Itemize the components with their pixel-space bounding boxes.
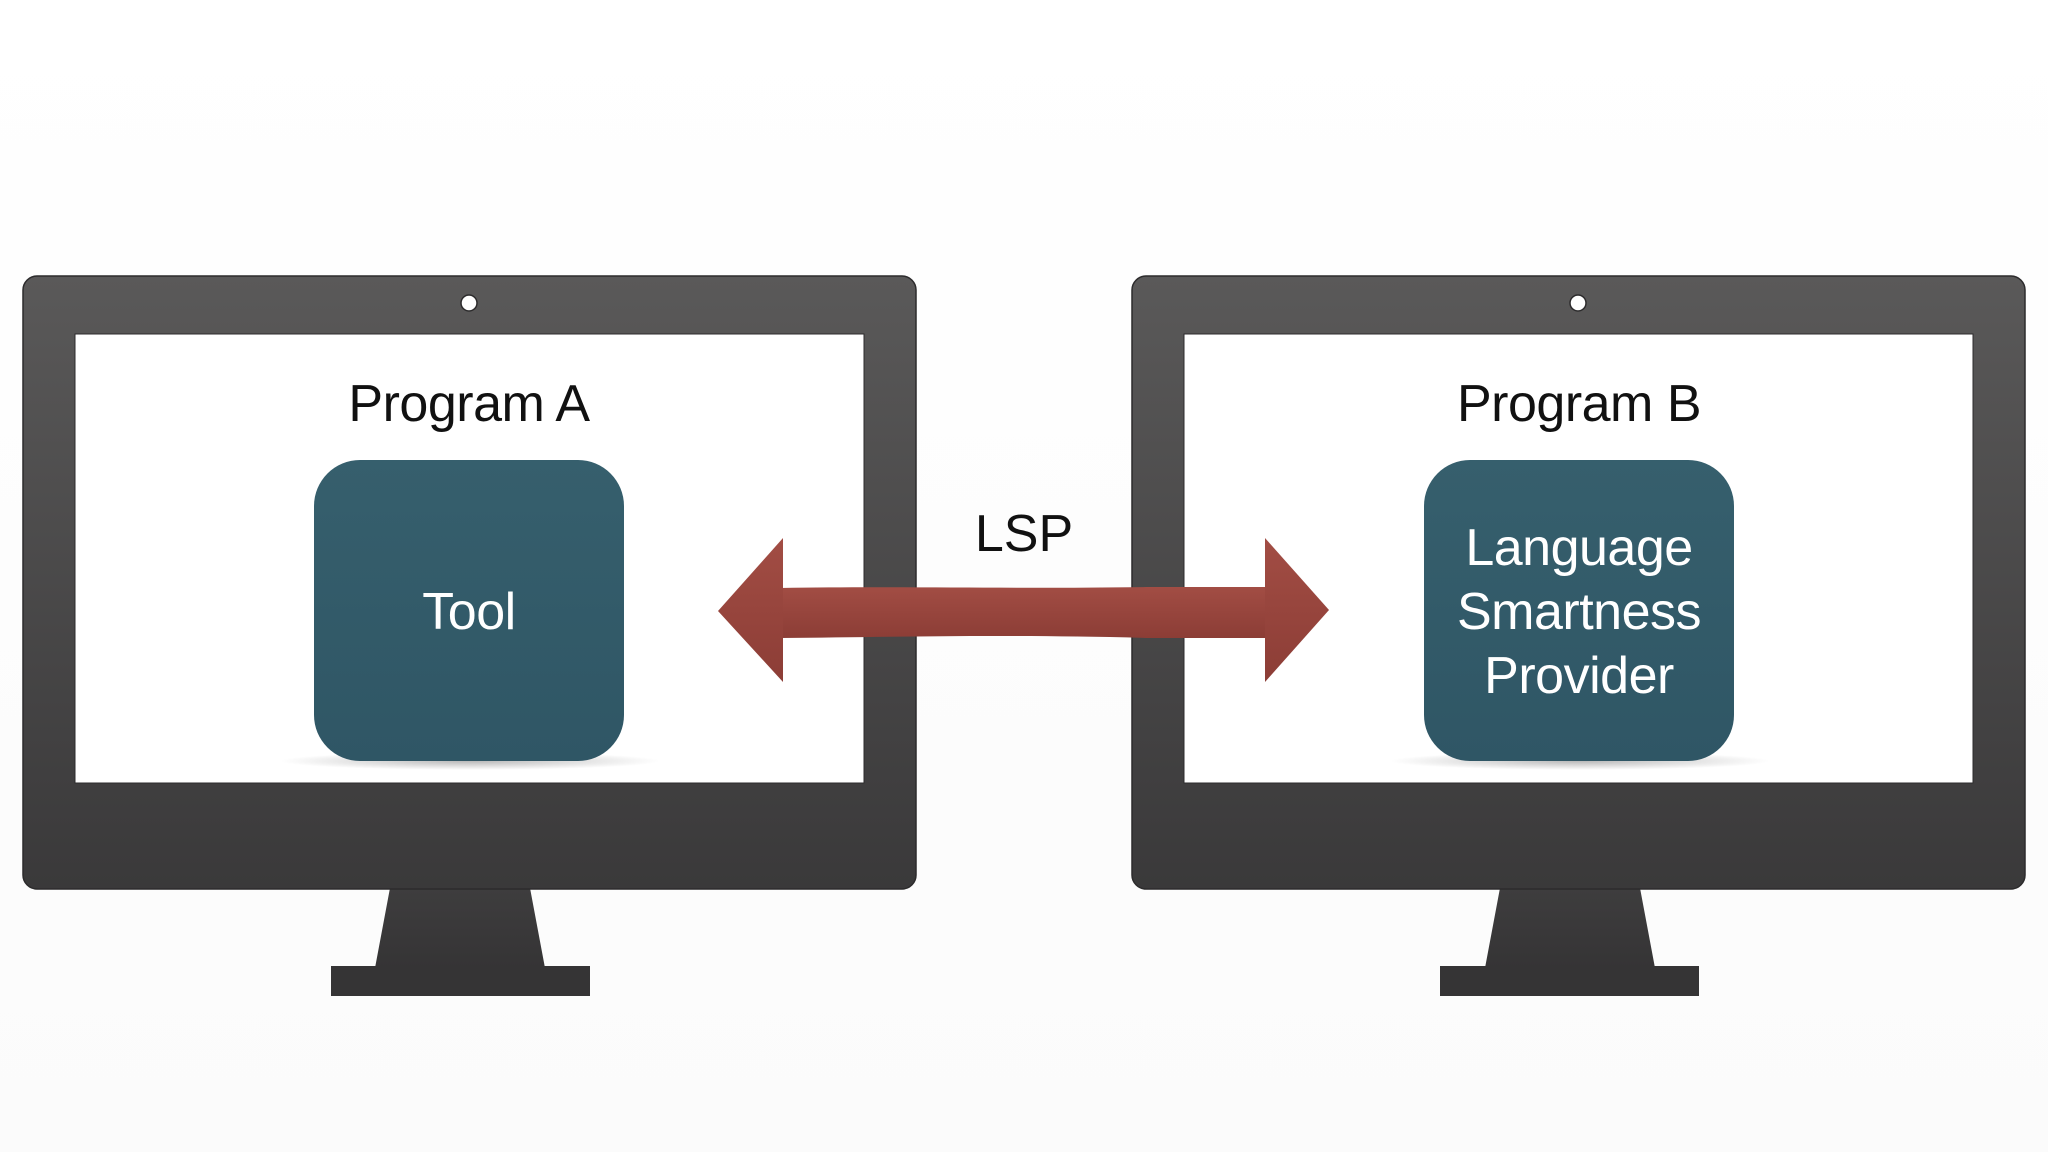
- lsp-arrow-right-head: [1265, 538, 1329, 682]
- provider-box: [1424, 460, 1734, 761]
- right-monitor-stand-base: [1440, 966, 1699, 996]
- provider-box-label-line-1: Language: [1465, 519, 1693, 577]
- left-monitor-stand-neck: [375, 888, 545, 968]
- provider-box-label-line-3: Provider: [1484, 647, 1674, 705]
- right-monitor-stand-neck: [1485, 888, 1655, 968]
- program-b-title: Program B: [1456, 375, 1702, 433]
- right-monitor: [1131, 275, 2026, 996]
- tool-box: [314, 460, 624, 761]
- left-monitor: [22, 275, 917, 996]
- lsp-arrow: [718, 538, 1329, 682]
- lsp-arrow-left-head: [718, 538, 783, 682]
- right-monitor-camera: [1569, 294, 1587, 312]
- left-monitor-stand-base: [331, 966, 590, 996]
- left-monitor-camera: [460, 294, 478, 312]
- lsp-label: LSP: [974, 505, 1074, 563]
- lsp-arrow-shaft: [780, 587, 1268, 638]
- program-a-title: Program A: [348, 375, 590, 433]
- tool-box-label: Tool: [422, 583, 516, 641]
- provider-box-label-line-2: Smartness: [1456, 583, 1702, 641]
